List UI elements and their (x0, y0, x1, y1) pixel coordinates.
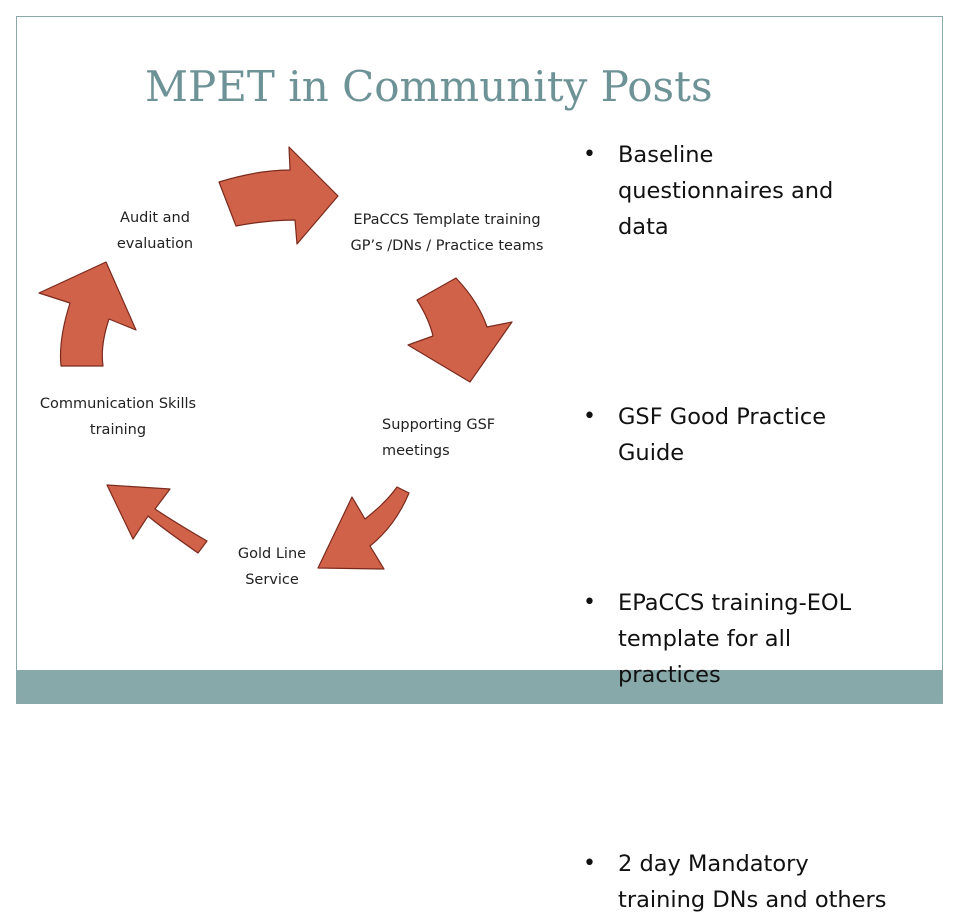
bullet-line: questionnaires and (618, 178, 834, 204)
cycle-step-audit: Audit and evaluation (95, 205, 215, 257)
bullet-line: data (618, 214, 669, 240)
cycle-step-label: Service (245, 572, 299, 588)
cycle-arrow-5 (38, 261, 137, 367)
cycle-step-label: Audit and (120, 210, 190, 226)
cycle-step-gold-line: Gold Line Service (222, 541, 322, 593)
bullet-dot: • (583, 851, 596, 876)
cycle-step-label: Supporting GSF (382, 417, 496, 433)
cycle-diagram (38, 146, 513, 570)
bullet-dot: • (583, 404, 596, 429)
cycle-step-gsf-meetings: Supporting GSF meetings (382, 412, 542, 464)
footer-band (17, 670, 942, 703)
cycle-step-epaccs: EPaCCS Template training GP’s /DNs / Pra… (322, 207, 572, 259)
bullet-item: • Baseline questionnaires and data (583, 137, 933, 245)
cycle-step-label: GP’s /DNs / Practice teams (350, 238, 544, 254)
bullet-item: • EPaCCS training-EOL template for all p… (583, 585, 933, 693)
cycle-step-label: EPaCCS Template training (353, 212, 541, 228)
cycle-step-label: Communication Skills (39, 396, 197, 412)
cycle-step-label: Gold Line (237, 546, 307, 562)
bullet-line: EPaCCS training-EOL (618, 590, 852, 616)
bullet-line: Guide (618, 440, 685, 466)
bullet-item: • 2 day Mandatory training DNs and other… (583, 846, 933, 918)
cycle-step-label: training (89, 422, 147, 438)
cycle-step-label: meetings (382, 443, 450, 459)
bullet-dot: • (583, 142, 596, 167)
cycle-step-label: evaluation (116, 236, 194, 252)
bullet-line: training DNs and others (618, 887, 887, 913)
bullet-line: template for all (618, 626, 792, 652)
bullet-dot: • (583, 590, 596, 615)
bullet-line: 2 day Mandatory (618, 851, 809, 877)
bullet-line: Baseline (618, 142, 714, 168)
cycle-arrow-4 (106, 484, 208, 554)
bullet-item: • GSF Good Practice Guide (583, 399, 933, 471)
bullet-line: GSF Good Practice (618, 404, 827, 430)
cycle-arrow-3 (317, 486, 410, 570)
bullet-line: practices (618, 662, 721, 688)
cycle-arrow-2 (407, 277, 513, 383)
cycle-step-communication: Communication Skills training (18, 391, 218, 443)
bullet-list: • Baseline questionnaires and data • GSF… (583, 137, 933, 913)
cycle-arrow-1 (218, 146, 339, 245)
slide-title: MPET in Community Posts (145, 62, 713, 111)
